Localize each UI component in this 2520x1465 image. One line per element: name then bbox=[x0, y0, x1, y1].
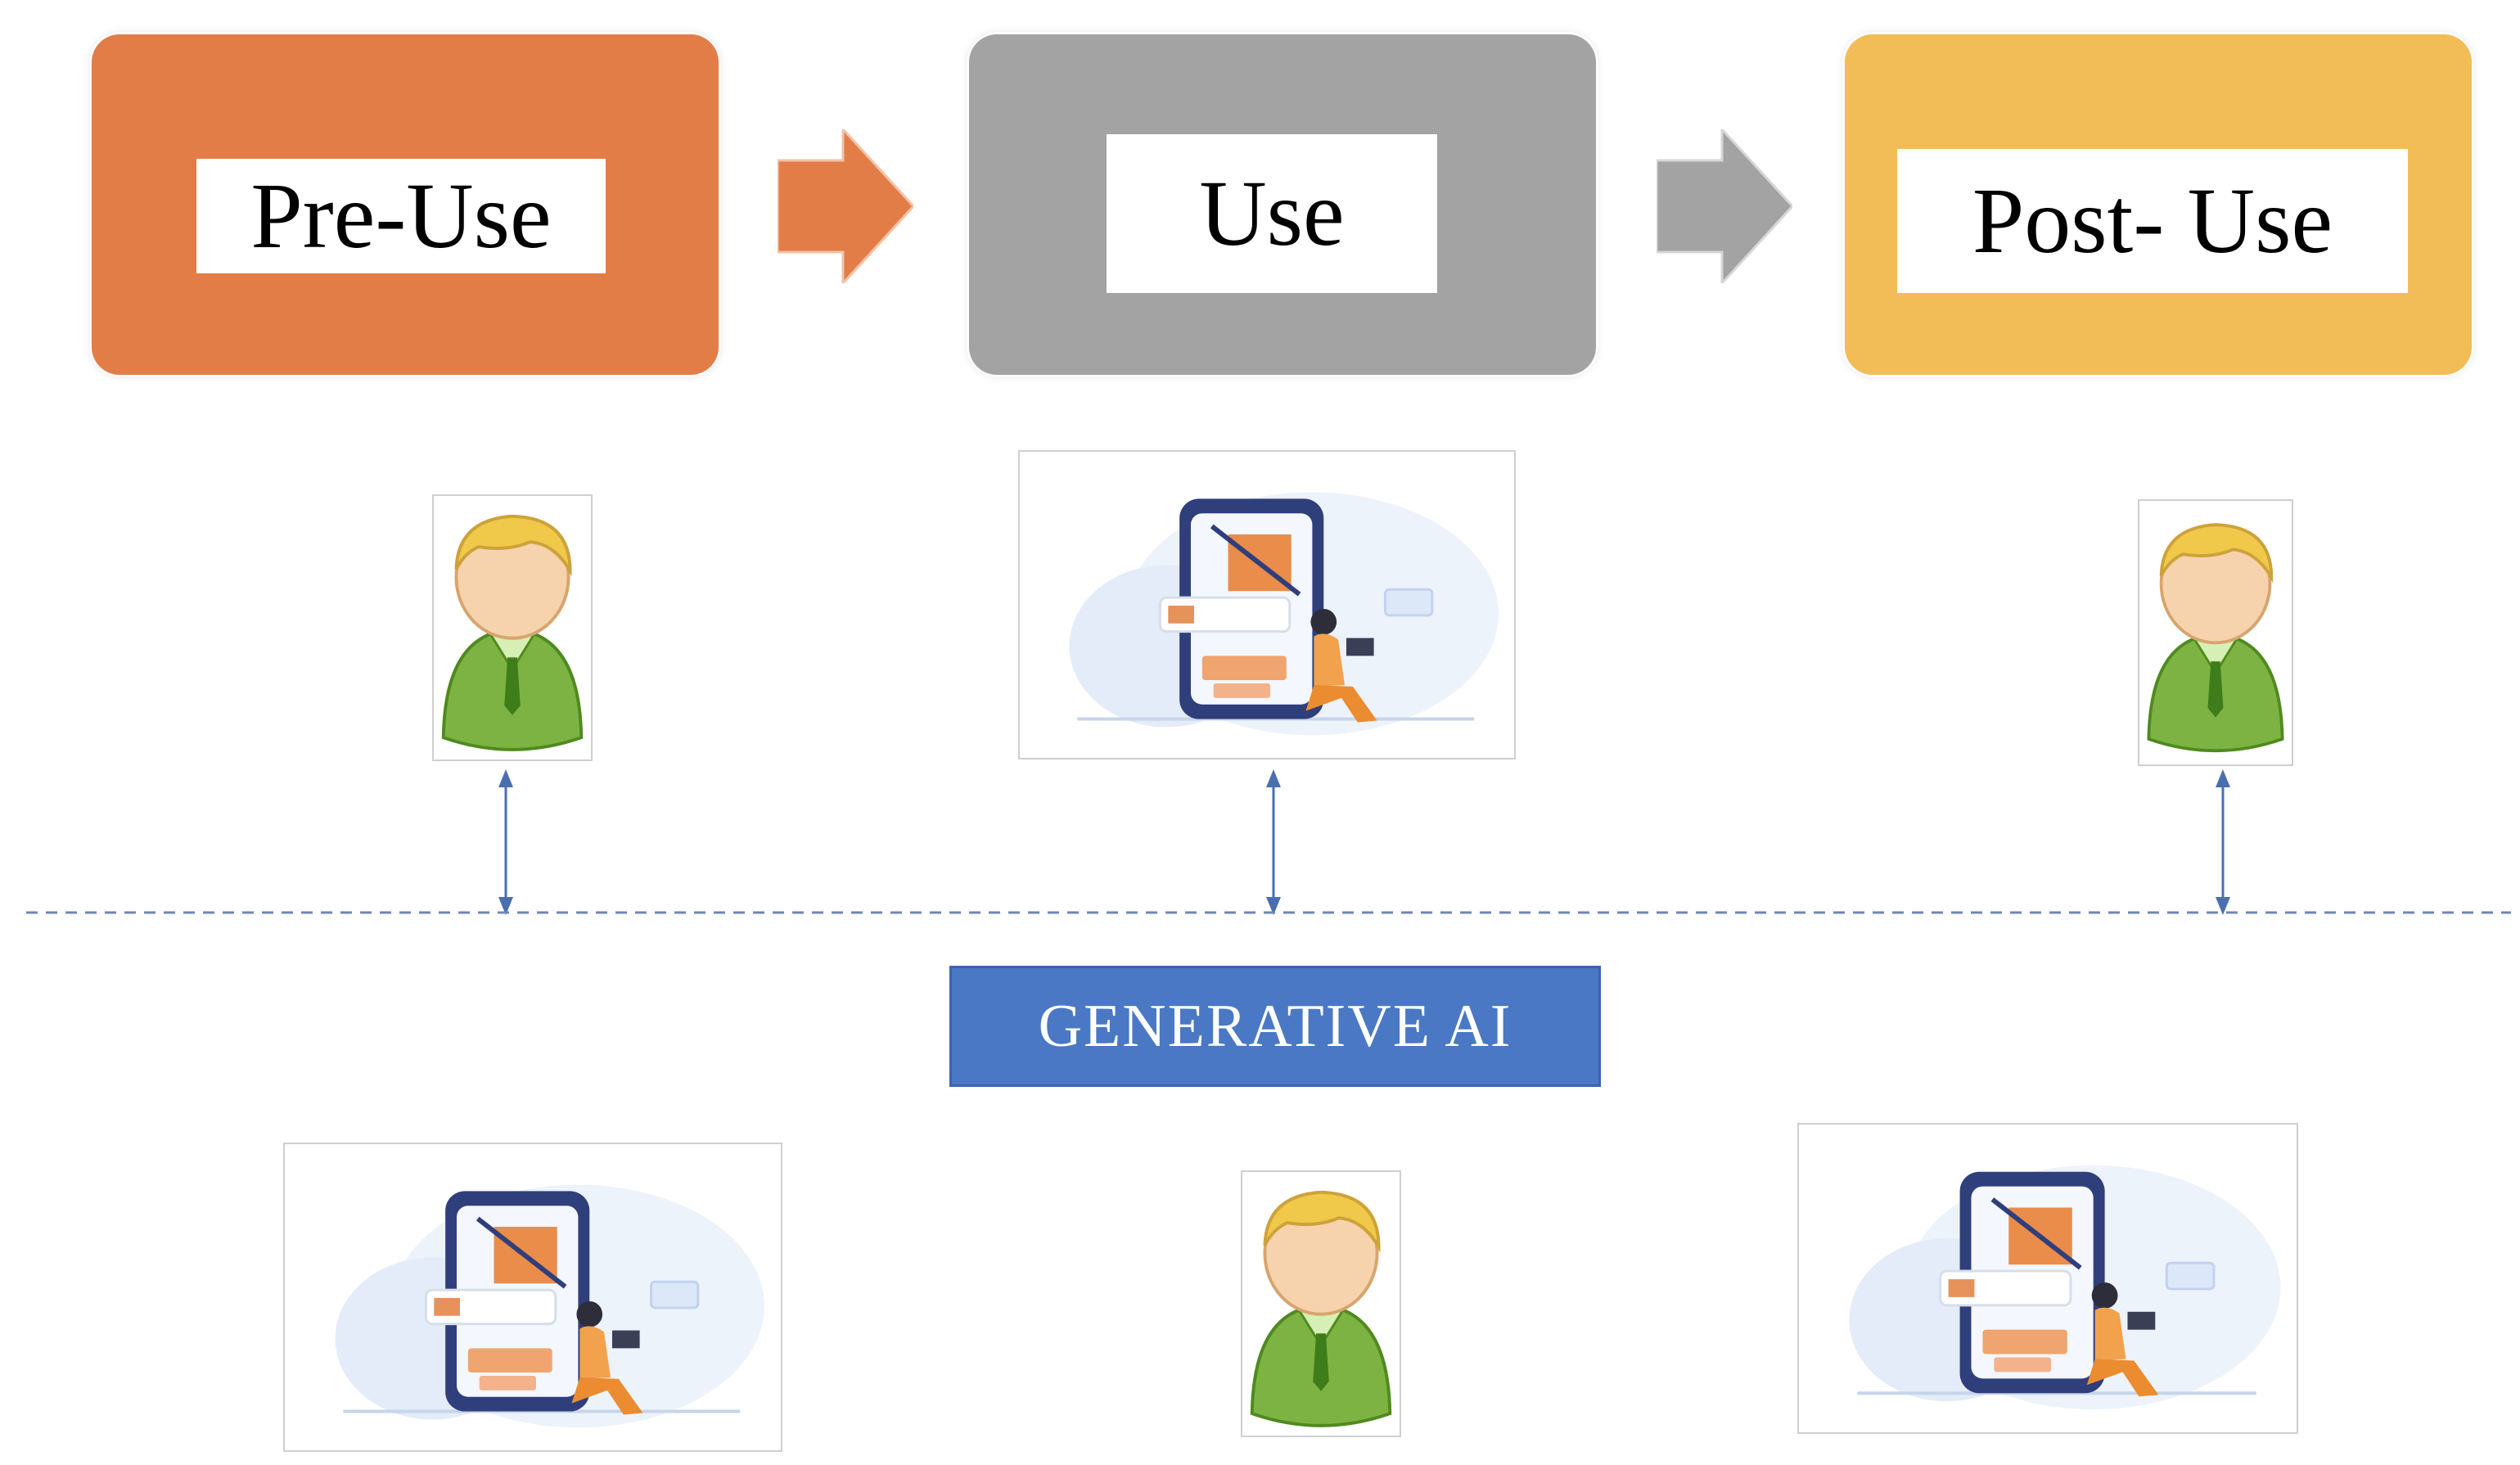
flow-arrow-right-icon bbox=[778, 129, 913, 283]
stage-use-label: Use bbox=[1107, 134, 1437, 293]
mobile-chat-illustration bbox=[1797, 1123, 2298, 1434]
stage-pre-use: Pre-Use bbox=[92, 34, 719, 375]
dashed-divider-line bbox=[26, 911, 2511, 914]
mobile-chat-illustration bbox=[283, 1143, 782, 1452]
stage-use: Use bbox=[969, 34, 1596, 375]
flow-arrow-right-icon bbox=[1657, 129, 1792, 283]
bidirectional-arrow-icon bbox=[2216, 769, 2230, 915]
stage-pre-use-label: Pre-Use bbox=[196, 159, 606, 273]
generative-ai-box: GENERATIVE AI bbox=[949, 966, 1601, 1087]
bidirectional-arrow-icon bbox=[1266, 769, 1281, 915]
stage-post-use: Post- Use bbox=[1845, 34, 2472, 375]
bidirectional-arrow-icon bbox=[498, 769, 513, 915]
user-avatar-icon bbox=[2138, 499, 2293, 766]
stage-post-use-label: Post- Use bbox=[1897, 149, 2408, 293]
user-avatar-icon bbox=[1241, 1170, 1401, 1437]
mobile-chat-illustration bbox=[1018, 450, 1516, 760]
user-avatar-icon bbox=[432, 494, 593, 761]
